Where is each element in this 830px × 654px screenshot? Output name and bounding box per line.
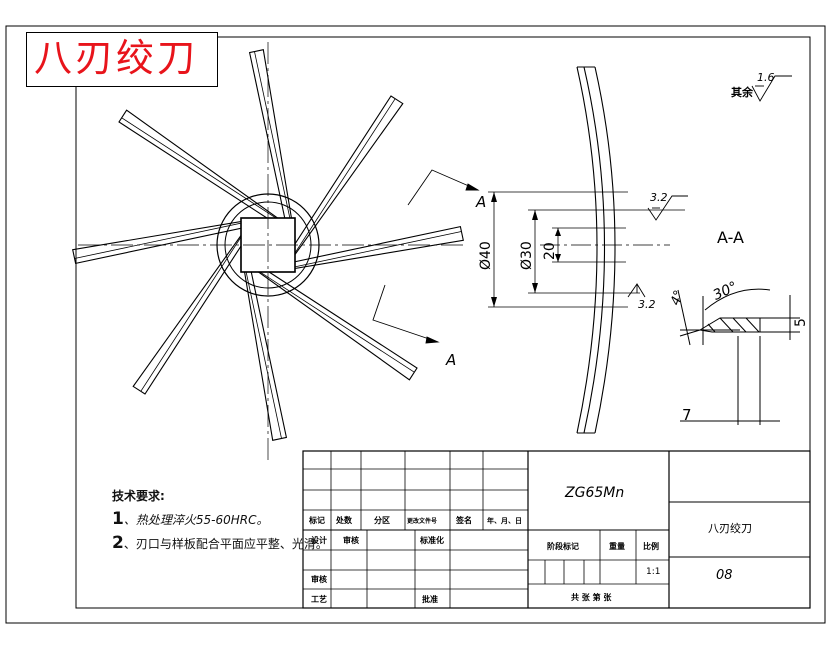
roughness-symbol-bottom <box>627 283 646 298</box>
dim-length: 7 <box>682 406 692 424</box>
tech-item-1-num: 1 <box>112 509 124 529</box>
tb-audit: 审核 <box>311 575 327 584</box>
blade-edge-4 <box>253 267 415 373</box>
tb-weight: 重量 <box>609 542 625 551</box>
blade-2 <box>285 95 404 261</box>
blade-edge-7 <box>74 218 263 259</box>
blade-edge-6 <box>140 230 246 392</box>
tech-item-1-text: 、热处理淬火55-60HRC。 <box>123 513 269 527</box>
dim-thickness: 5 <box>793 318 809 327</box>
blade-edge-1 <box>254 51 295 240</box>
tb-design: 设计 <box>311 536 327 545</box>
blade-8 <box>118 109 284 228</box>
tb-scale-value: 1:1 <box>646 567 661 577</box>
angle-30: 30° <box>711 279 740 304</box>
dimension-arrows <box>491 192 561 307</box>
tb-header-zone: 分区 <box>374 516 390 525</box>
tb-stage-mark: 阶段标记 <box>547 542 579 551</box>
blade-4 <box>252 262 418 381</box>
tech-item-2-text: 、刃口与样板配合平面应平整、光滑。 <box>123 537 328 551</box>
tb-scale-label: 比例 <box>643 542 659 551</box>
section-arrow-bottom <box>372 284 440 344</box>
cut-label-bottom: A <box>445 351 456 369</box>
tech-item-1: 1、热处理淬火55-60HRC。 <box>112 509 268 529</box>
outer-border <box>5 25 826 624</box>
tb-header-count: 处数 <box>336 516 352 525</box>
tb-standardization: 标准化 <box>420 536 444 545</box>
surface-other-value: 1.6 <box>757 71 775 84</box>
blade-edge-8 <box>121 117 283 223</box>
blade-edge-3 <box>273 231 462 272</box>
tb-header-change-doc: 更改文件号 <box>407 518 438 525</box>
cut-label-top: A <box>475 193 486 211</box>
roughness-top-value: 3.2 <box>650 191 668 204</box>
drawing-title: 八刃绞刀 <box>34 36 199 80</box>
angle-4: 4° <box>668 288 687 307</box>
dimension-lines <box>488 191 685 308</box>
title-block <box>302 450 811 609</box>
title-box <box>26 32 218 87</box>
tb-header-date: 年、月、日 <box>487 517 522 525</box>
tech-heading: 技术要求: <box>112 489 165 503</box>
tb-sheets: 共 张 第 张 <box>571 593 612 602</box>
tech-item-2: 2、刃口与样板配合平面应平整、光滑。 <box>112 533 328 553</box>
tb-drawing-no: 08 <box>716 568 733 583</box>
tb-material: ZG65Mn <box>565 485 625 501</box>
roughness-symbol-other <box>751 75 792 102</box>
tb-approve: 批准 <box>422 595 438 604</box>
blade-edge-5 <box>241 250 282 439</box>
dim-mid-dia: Ø30 <box>519 241 535 270</box>
tb-header-mark: 标记 <box>309 516 325 525</box>
section-profile <box>677 288 800 425</box>
blade-6 <box>132 229 251 395</box>
section-arrow-top <box>407 169 480 206</box>
roughness-symbol-top <box>647 195 688 221</box>
tb-review-std: 审核 <box>343 536 359 545</box>
tb-header-sign: 签名 <box>456 516 472 525</box>
tb-process: 工艺 <box>311 595 327 604</box>
section-label: A-A <box>717 228 744 247</box>
side-view <box>576 66 616 434</box>
tech-item-2-num: 2 <box>112 533 124 553</box>
roughness-bottom-value: 3.2 <box>638 298 656 311</box>
blade-edge-2 <box>290 98 396 260</box>
tb-part-name: 八刃绞刀 <box>708 522 752 535</box>
dim-outer-dia: Ø40 <box>478 241 494 270</box>
surface-other-label: 其余 <box>731 85 754 99</box>
dim-bore: 20 <box>542 242 558 260</box>
